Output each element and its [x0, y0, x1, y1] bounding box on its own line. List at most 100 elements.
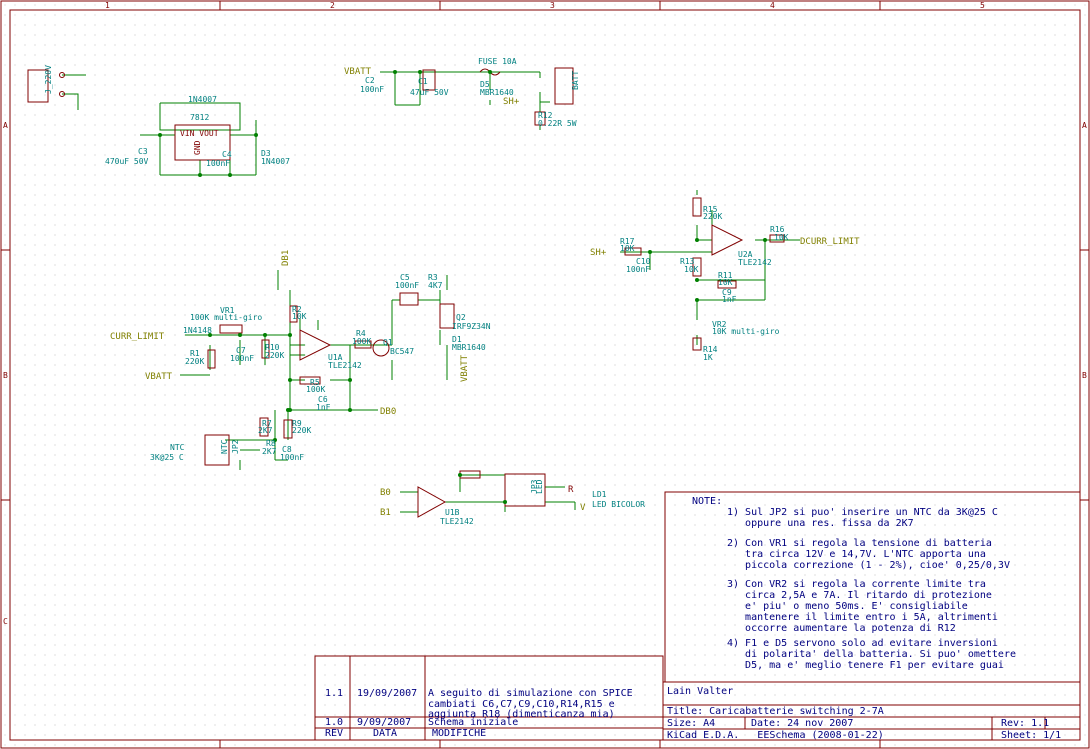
sheet-title: Title: Caricabatterie switching 2-7A — [667, 706, 884, 717]
val-jp3: LED — [535, 479, 544, 494]
kicad-info: KiCad E.D.A. EESchema (2008-01-22) — [667, 730, 884, 741]
val-d2: 1N4148 — [183, 326, 212, 335]
ref-c5: C5 — [400, 273, 410, 282]
val-jp2: NTC — [220, 439, 229, 454]
val-c1: 47uF 50V — [410, 88, 449, 97]
sheet-size: Size: A4 — [667, 718, 716, 729]
net-sh: SH+ — [503, 97, 520, 107]
ref-r14: R14 — [703, 345, 718, 354]
val-c5: 100nF — [395, 281, 419, 290]
net-vbatt: VBATT — [145, 372, 173, 382]
note-line: 3) Con VR2 si regola la corrente limite … — [727, 579, 986, 590]
desc-cell: cambiati C6,C7,C9,C10,R14,R15 e — [428, 699, 615, 710]
ref-r10: R10 — [265, 343, 280, 352]
val-d5: MBR1640 — [480, 88, 514, 97]
row-label: B — [1082, 371, 1087, 380]
ref-d3: D3 — [261, 149, 271, 158]
ref-vr1: VR1 — [220, 306, 235, 315]
ref-d4: 1N4007 — [188, 95, 217, 104]
title-block-text: Lain Valter Title: Caricabatterie switch… — [663, 682, 1080, 741]
val-c10: 100nF — [626, 265, 650, 274]
note-line: di polarita' della batteria. Si puo' ome… — [727, 649, 1016, 660]
ref-u1b: U1B — [445, 508, 460, 517]
val-vr2: 10K multi-giro — [712, 327, 780, 336]
ref-f1: FUSE 10A — [478, 57, 517, 66]
val-r15: 220K — [703, 212, 722, 221]
ref-q1: Q1 — [383, 338, 393, 347]
col-label: 5 — [980, 1, 985, 10]
val-c9: 1nF — [722, 295, 737, 304]
row-label: A — [3, 121, 8, 130]
val-r7: 2K7 — [258, 426, 273, 435]
net-dcurr: DCURR_LIMIT — [800, 237, 860, 247]
ref-c1: C1 — [418, 77, 428, 86]
net-r: R — [568, 485, 574, 495]
note-line: 2) Con VR1 si regola la tensione di batt… — [727, 538, 992, 549]
val-r4: 100K — [352, 337, 371, 346]
val-q1: BC547 — [390, 347, 414, 356]
ref-jp3: JP3 — [530, 479, 539, 494]
val-d1: MBR1640 — [452, 343, 486, 352]
val-c2: 100nF — [360, 85, 384, 94]
note-line: mantenere il limite entro i 5A, altrimen… — [727, 612, 998, 623]
row-label: C — [3, 617, 8, 626]
row-label: B — [3, 371, 8, 380]
ref-r15: R15 — [703, 205, 718, 214]
col-label: 1 — [105, 1, 110, 10]
u3-gnd: GND — [193, 140, 202, 155]
desc-header: MODIFICHE — [432, 728, 487, 739]
rev-header: REV — [325, 728, 344, 739]
val-r13: 10K — [684, 265, 699, 274]
ref-r9: R9 — [292, 419, 302, 428]
ref-ld1: LD1 — [592, 490, 607, 499]
ref-d1: D1 — [452, 335, 462, 344]
ref-r13: R13 — [680, 257, 695, 266]
val-r14: 1K — [703, 353, 713, 362]
notes-panel: NOTE: 1) Sul JP2 si puo' inserire un NTC… — [665, 492, 1080, 682]
note-line: 4) F1 e D5 servono solo ad evitare inver… — [727, 638, 998, 649]
val-r2: 10K — [292, 312, 307, 321]
net-curr: CURR_LIMIT — [110, 332, 165, 342]
net-db1: DB1 — [281, 250, 291, 266]
symbols — [27, 67, 785, 518]
net-labels: VBATT SH+ SH+ DCURR_LIMIT CURR_LIMIT VBA… — [110, 67, 860, 518]
ref-r17: R17 — [620, 237, 635, 246]
ref-c10: C10 — [636, 257, 651, 266]
net-b0: B0 — [380, 488, 391, 498]
val-q2: IRF9Z34N — [452, 322, 491, 331]
ref-u3: 7812 — [190, 113, 209, 122]
row-label: A — [1082, 121, 1087, 130]
desc-cell: Schema iniziale — [428, 717, 519, 728]
val-r12: 0.22R 5W — [538, 119, 577, 128]
val-c6: 1nF — [316, 403, 331, 412]
val-r11b: 10K — [718, 278, 733, 287]
ref-c3: C3 — [138, 147, 148, 156]
ref-d5: D5 — [480, 80, 490, 89]
ref-u1a: U1A — [328, 353, 343, 362]
ref-r16: R16 — [770, 225, 785, 234]
ref-r12: R12 — [538, 111, 553, 120]
val-ntc: 3K@25 C — [150, 453, 184, 462]
rev-cell: 1.1 — [325, 688, 344, 699]
val-r10: 220K — [265, 351, 284, 360]
val-r17: 10K — [620, 244, 635, 253]
ref-jp1: J_220V — [44, 65, 53, 94]
ref-jp2: JP2 — [231, 439, 240, 454]
net-b1: B1 — [380, 508, 391, 518]
note-line: occorre aumentare la potenza di R12 — [727, 623, 956, 634]
ref-r3: R3 — [428, 273, 438, 282]
net-v: V — [580, 503, 586, 513]
ref-c6: C6 — [318, 395, 328, 404]
ref-r11b: R11 — [718, 271, 733, 280]
ref-c9: C9 — [722, 288, 732, 297]
col-label: 3 — [550, 1, 555, 10]
component-labels: J_220V 1N4007 7812 VIN VOUT GND C3 470uF… — [44, 57, 789, 526]
val-r3: 4K7 — [428, 281, 443, 290]
val-r16: 10K — [774, 233, 789, 242]
note-line: circa 2,5A e 7A. Il ritardo di protezion… — [727, 590, 992, 601]
ref-r7: R7 — [262, 419, 272, 428]
rev-cell: 1.0 — [325, 717, 344, 728]
val-r1: 220K — [185, 357, 204, 366]
